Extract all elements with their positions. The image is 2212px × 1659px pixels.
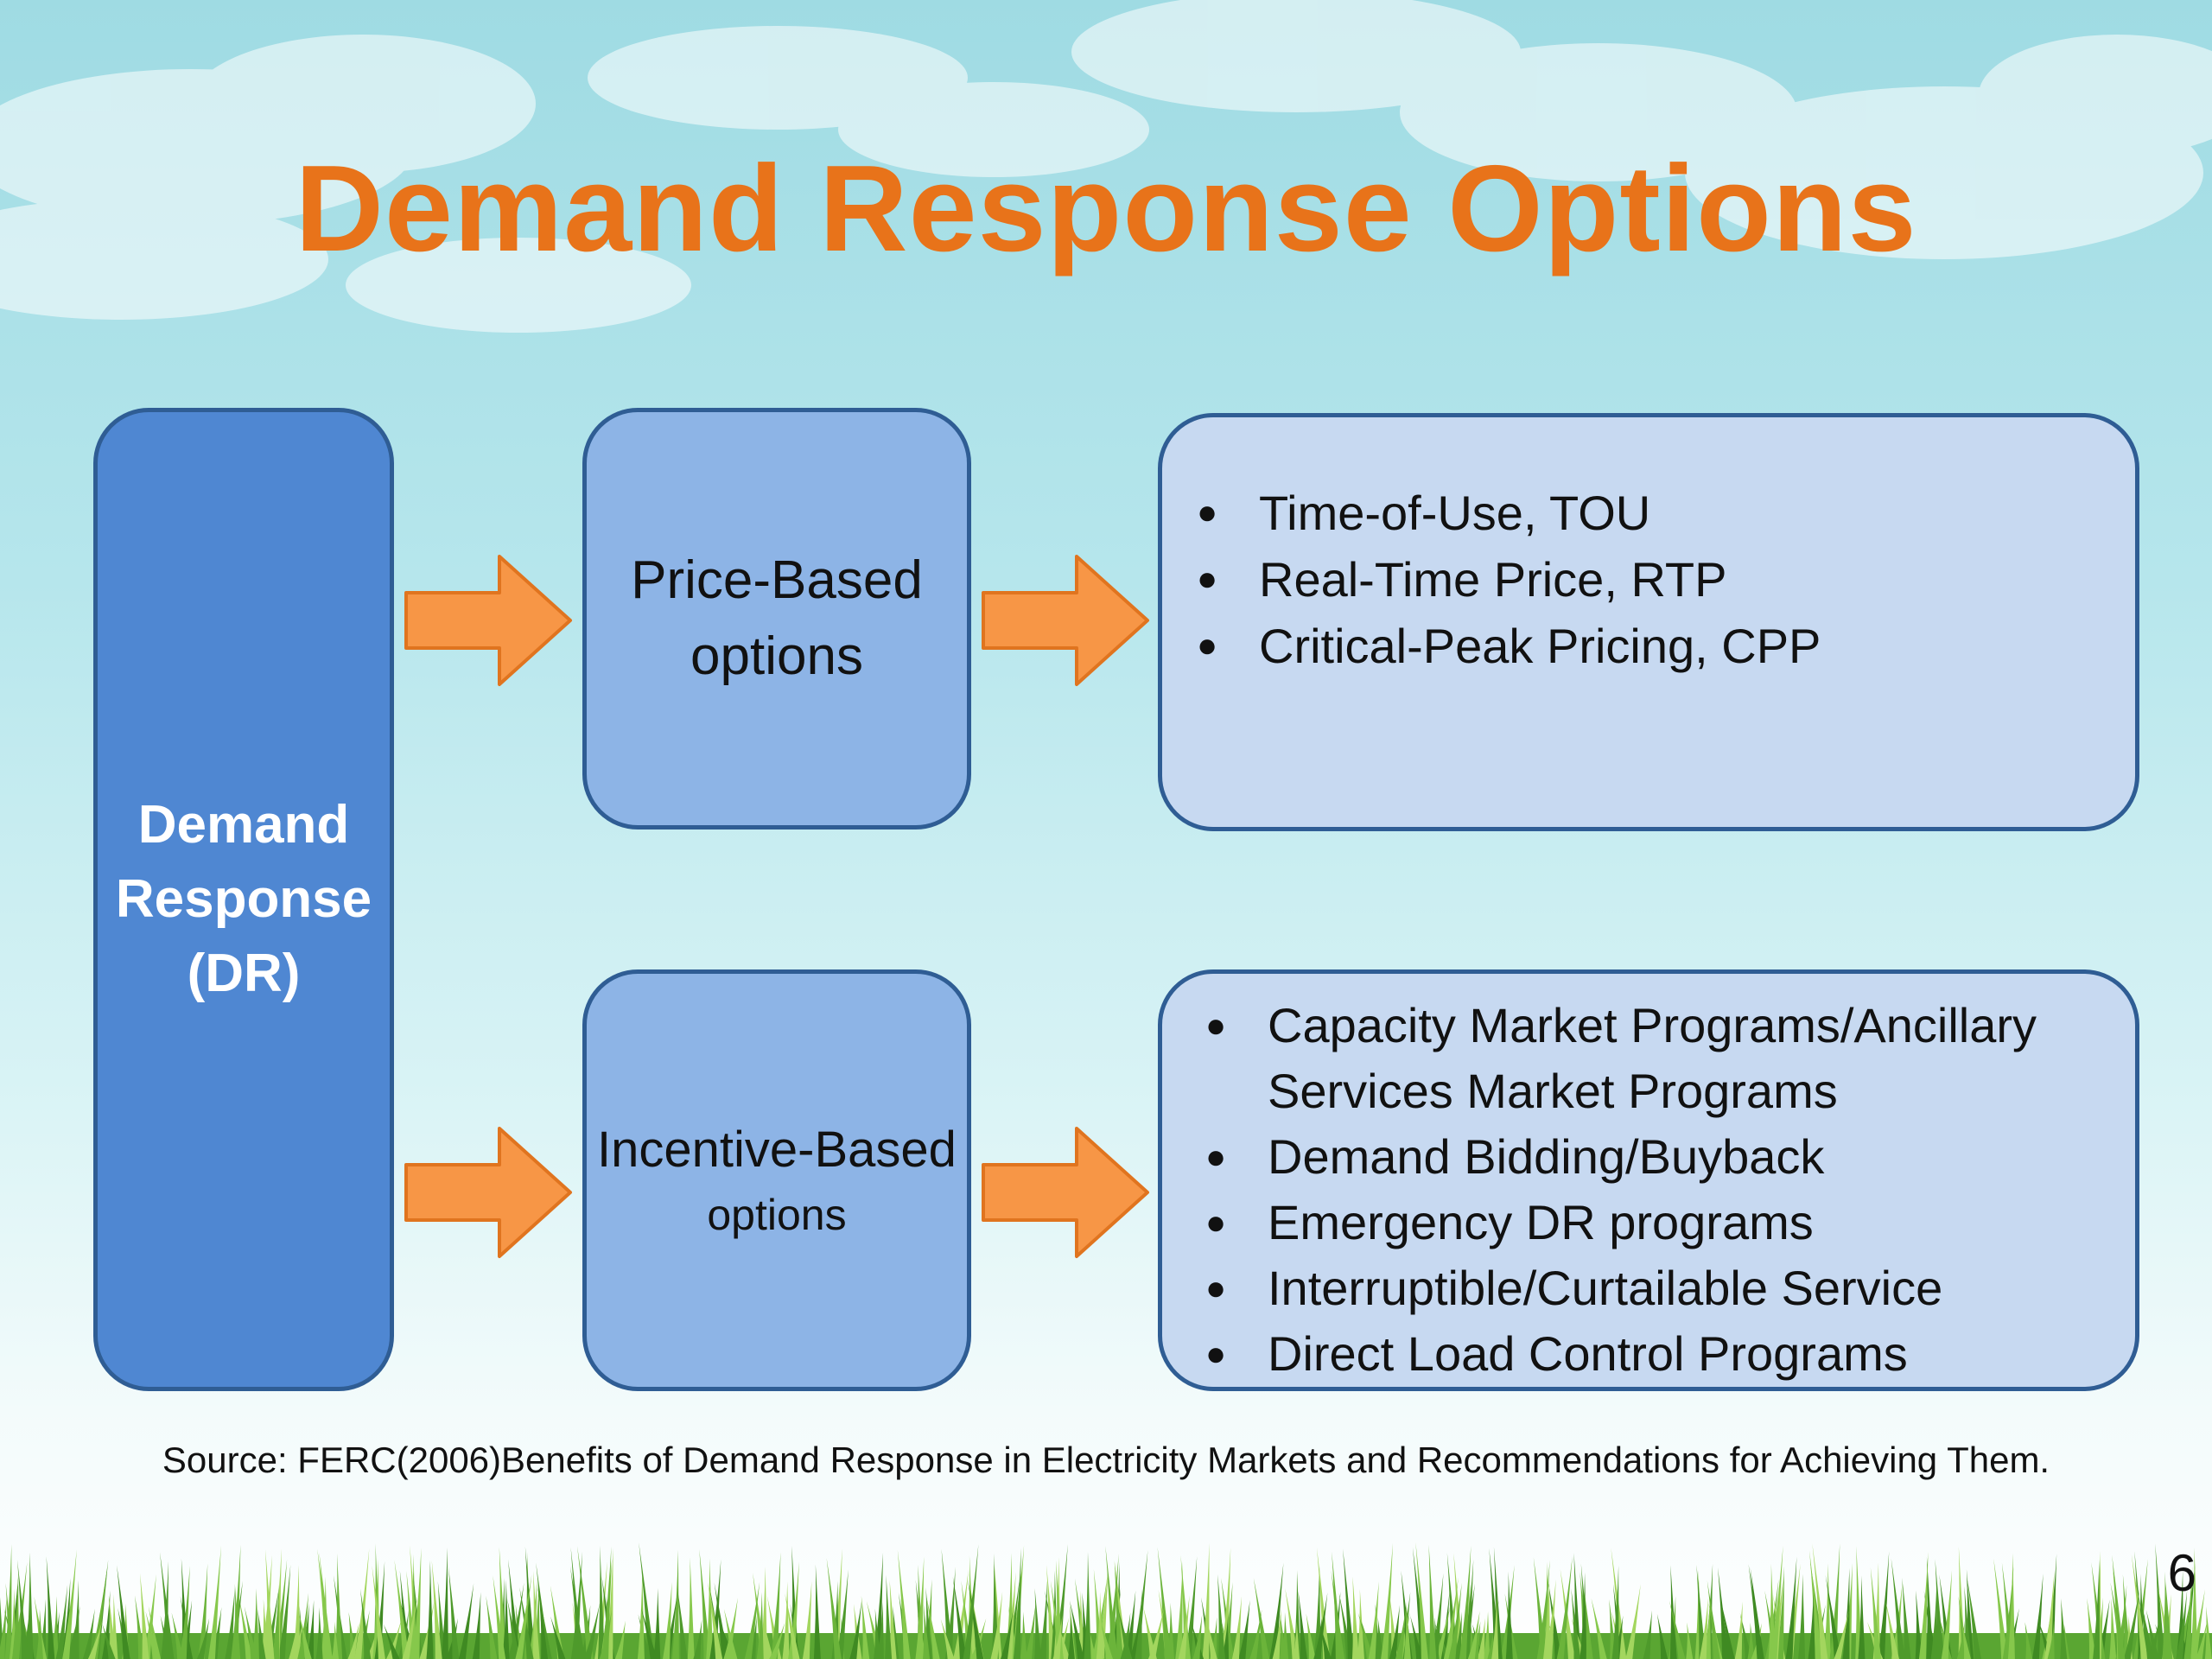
list-item: Interruptible/Curtailable Service <box>1205 1255 2135 1321</box>
list-item: Direct Load Control Programs <box>1205 1321 2135 1387</box>
page-number: 6 <box>2167 1544 2196 1602</box>
demand-response-box: Demand Response (DR) <box>93 408 394 1391</box>
incentive-based-list-box: Capacity Market Programs/Ancillary Servi… <box>1158 969 2139 1391</box>
incentive-based-label-line2: options <box>707 1191 847 1239</box>
price-based-list: Time-of-Use, TOU Real-Time Price, RTP Cr… <box>1197 480 2135 679</box>
arrow-to-incentive-based <box>404 1127 572 1258</box>
price-based-box: Price-Based options <box>582 408 971 830</box>
incentive-based-list: Capacity Market Programs/Ancillary Servi… <box>1205 993 2135 1387</box>
source-citation: Source: FERC(2006)Benefits of Demand Res… <box>162 1440 2050 1480</box>
list-item: Time-of-Use, TOU <box>1197 480 2135 546</box>
root-label-line1: Demand <box>137 795 350 855</box>
list-item: Capacity Market Programs/Ancillary Servi… <box>1205 993 2135 1124</box>
slide-title: Demand Response Options <box>295 140 1917 277</box>
root-label-line2: Response <box>115 869 372 929</box>
arrow-to-price-based <box>404 555 572 686</box>
list-item: Emergency DR programs <box>1205 1190 2135 1255</box>
incentive-based-label-line1: Incentive-Based <box>597 1122 957 1178</box>
price-based-label-line2: options <box>690 626 863 686</box>
arrow-to-incentive-list <box>982 1127 1149 1258</box>
grass-footer <box>0 1542 2212 1659</box>
price-based-list-box: Time-of-Use, TOU Real-Time Price, RTP Cr… <box>1158 413 2139 831</box>
list-item: Demand Bidding/Buyback <box>1205 1124 2135 1190</box>
sky-clouds <box>0 0 2212 333</box>
list-item: Real-Time Price, RTP <box>1197 546 2135 613</box>
arrow-to-price-list <box>982 555 1149 686</box>
price-based-label-line1: Price-Based <box>631 550 923 610</box>
incentive-based-box: Incentive-Based options <box>582 969 971 1391</box>
list-item: Critical-Peak Pricing, CPP <box>1197 613 2135 679</box>
root-label-line3: (DR) <box>187 944 301 1003</box>
